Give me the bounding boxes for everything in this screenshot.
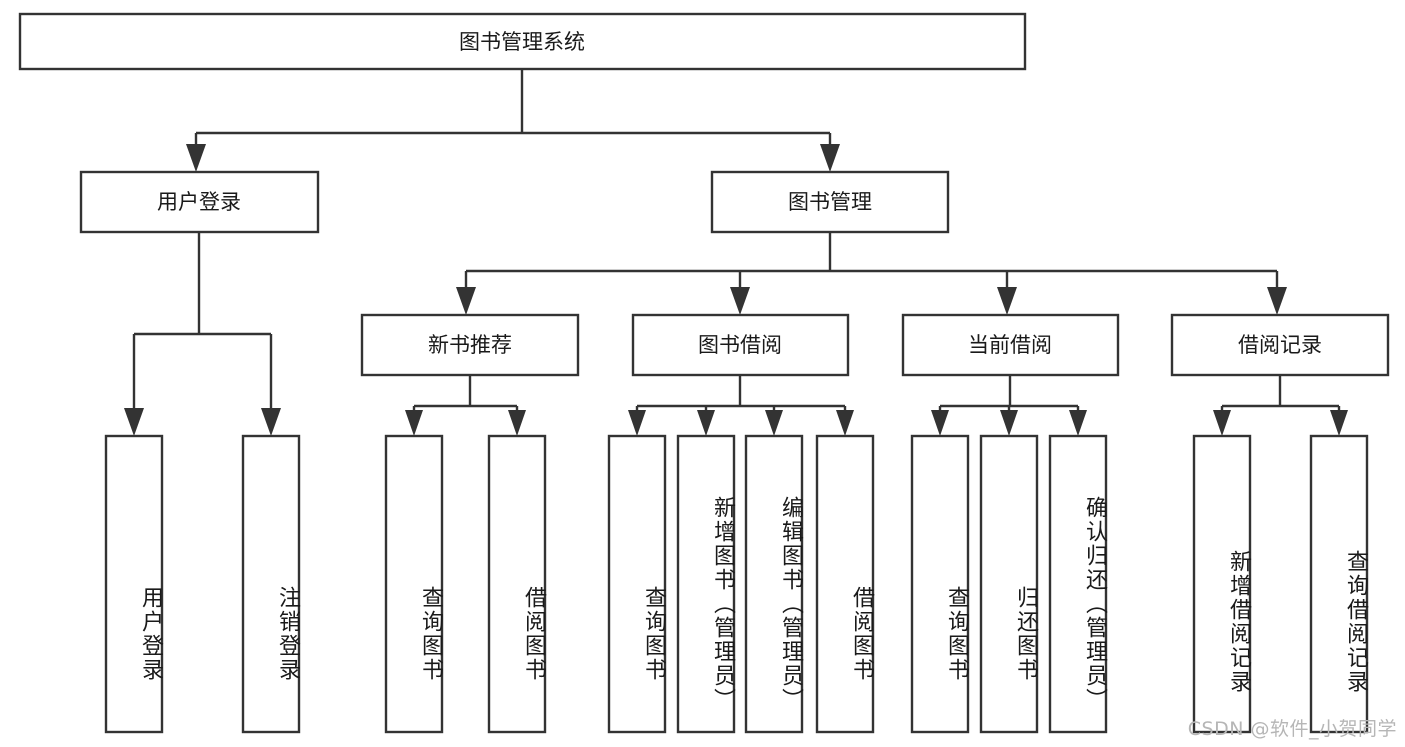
arrow-head-current-borrow: [997, 287, 1017, 315]
csdn-watermark: CSDN @软件_小贺同学: [1187, 718, 1397, 740]
node-current-borrow[interactable]: 当前借阅: [901, 313, 1120, 377]
arrow-head-leaf-bb-2: [697, 410, 715, 436]
arrow-head-book-borrow: [730, 287, 750, 315]
leaf-box-user-login-1[interactable]: [104, 434, 164, 734]
node-root-label: 图书管理系统: [459, 30, 585, 54]
connectors-book-manage-to-level3: [456, 232, 1287, 315]
connectors-root-to-level2: [186, 69, 840, 172]
connectors-book-borrow-to-leaves: [628, 375, 854, 436]
leaf-box-new-book-rec-1[interactable]: [384, 434, 444, 734]
connectors-new-book-rec-to-leaves: [405, 375, 526, 436]
node-user-login[interactable]: 用户登录: [79, 170, 320, 234]
node-new-book-rec-label: 新书推荐: [428, 333, 512, 357]
arrow-head-leaf-user-login-2: [261, 408, 281, 436]
node-book-manage-label: 图书管理: [788, 190, 872, 214]
leaf-box-borrow-record-2[interactable]: [1309, 434, 1369, 734]
arrow-head-new-book-rec: [456, 287, 476, 315]
arrow-head-leaf-user-login-1: [124, 408, 144, 436]
node-new-book-rec-box[interactable]: [360, 313, 580, 377]
leaf-box-current-borrow-2[interactable]: [979, 434, 1039, 734]
leaf-box-book-borrow-1[interactable]: [607, 434, 667, 734]
connectors-current-borrow-to-leaves: [931, 375, 1087, 436]
arrow-head-borrow-record: [1267, 287, 1287, 315]
arrow-head-leaf-cb-2: [1000, 410, 1018, 436]
node-book-borrow-box[interactable]: [631, 313, 850, 377]
leaf-box-current-borrow-3[interactable]: [1048, 434, 1108, 734]
arrow-head-leaf-bb-1: [628, 410, 646, 436]
node-root[interactable]: 图书管理系统: [18, 12, 1027, 71]
connectors-borrow-record-to-leaves: [1213, 375, 1348, 436]
node-user-login-box[interactable]: [79, 170, 320, 234]
arrow-head-leaf-bb-3: [765, 410, 783, 436]
node-borrow-record-label: 借阅记录: [1238, 333, 1322, 357]
arrow-head-leaf-br-1: [1213, 410, 1231, 436]
leaf-box-book-borrow-3[interactable]: [744, 434, 804, 734]
arrow-head-book-manage: [820, 144, 840, 172]
leaf-box-current-borrow-1[interactable]: [910, 434, 970, 734]
node-book-borrow[interactable]: 图书借阅: [631, 313, 850, 377]
node-current-borrow-box[interactable]: [901, 313, 1120, 377]
connectors-user-login-to-leaves: [124, 232, 281, 436]
arrow-head-leaf-br-2: [1330, 410, 1348, 436]
arrow-head-leaf-bb-4: [836, 410, 854, 436]
arrow-head-leaf-nbr-2: [508, 410, 526, 436]
leaf-box-book-borrow-4[interactable]: [815, 434, 875, 734]
node-borrow-record-box[interactable]: [1170, 313, 1390, 377]
node-user-login-label: 用户登录: [157, 190, 241, 214]
node-book-manage-box[interactable]: [710, 170, 950, 234]
arrow-head-leaf-nbr-1: [405, 410, 423, 436]
node-book-borrow-label: 图书借阅: [698, 333, 782, 357]
leaf-box-borrow-record-1[interactable]: [1192, 434, 1252, 734]
arrow-head-leaf-cb-1: [931, 410, 949, 436]
node-book-manage[interactable]: 图书管理: [710, 170, 950, 234]
leaf-box-new-book-rec-2[interactable]: [487, 434, 547, 734]
node-root-box[interactable]: [18, 12, 1027, 71]
leaf-box-user-login-2[interactable]: [241, 434, 301, 734]
node-new-book-rec[interactable]: 新书推荐: [360, 313, 580, 377]
arrow-head-leaf-cb-3: [1069, 410, 1087, 436]
node-current-borrow-label: 当前借阅: [968, 333, 1052, 357]
arrow-head-user-login: [186, 144, 206, 172]
leaf-box-book-borrow-2[interactable]: [676, 434, 736, 734]
leaf-boxes: [104, 434, 1369, 734]
node-borrow-record[interactable]: 借阅记录: [1170, 313, 1390, 377]
